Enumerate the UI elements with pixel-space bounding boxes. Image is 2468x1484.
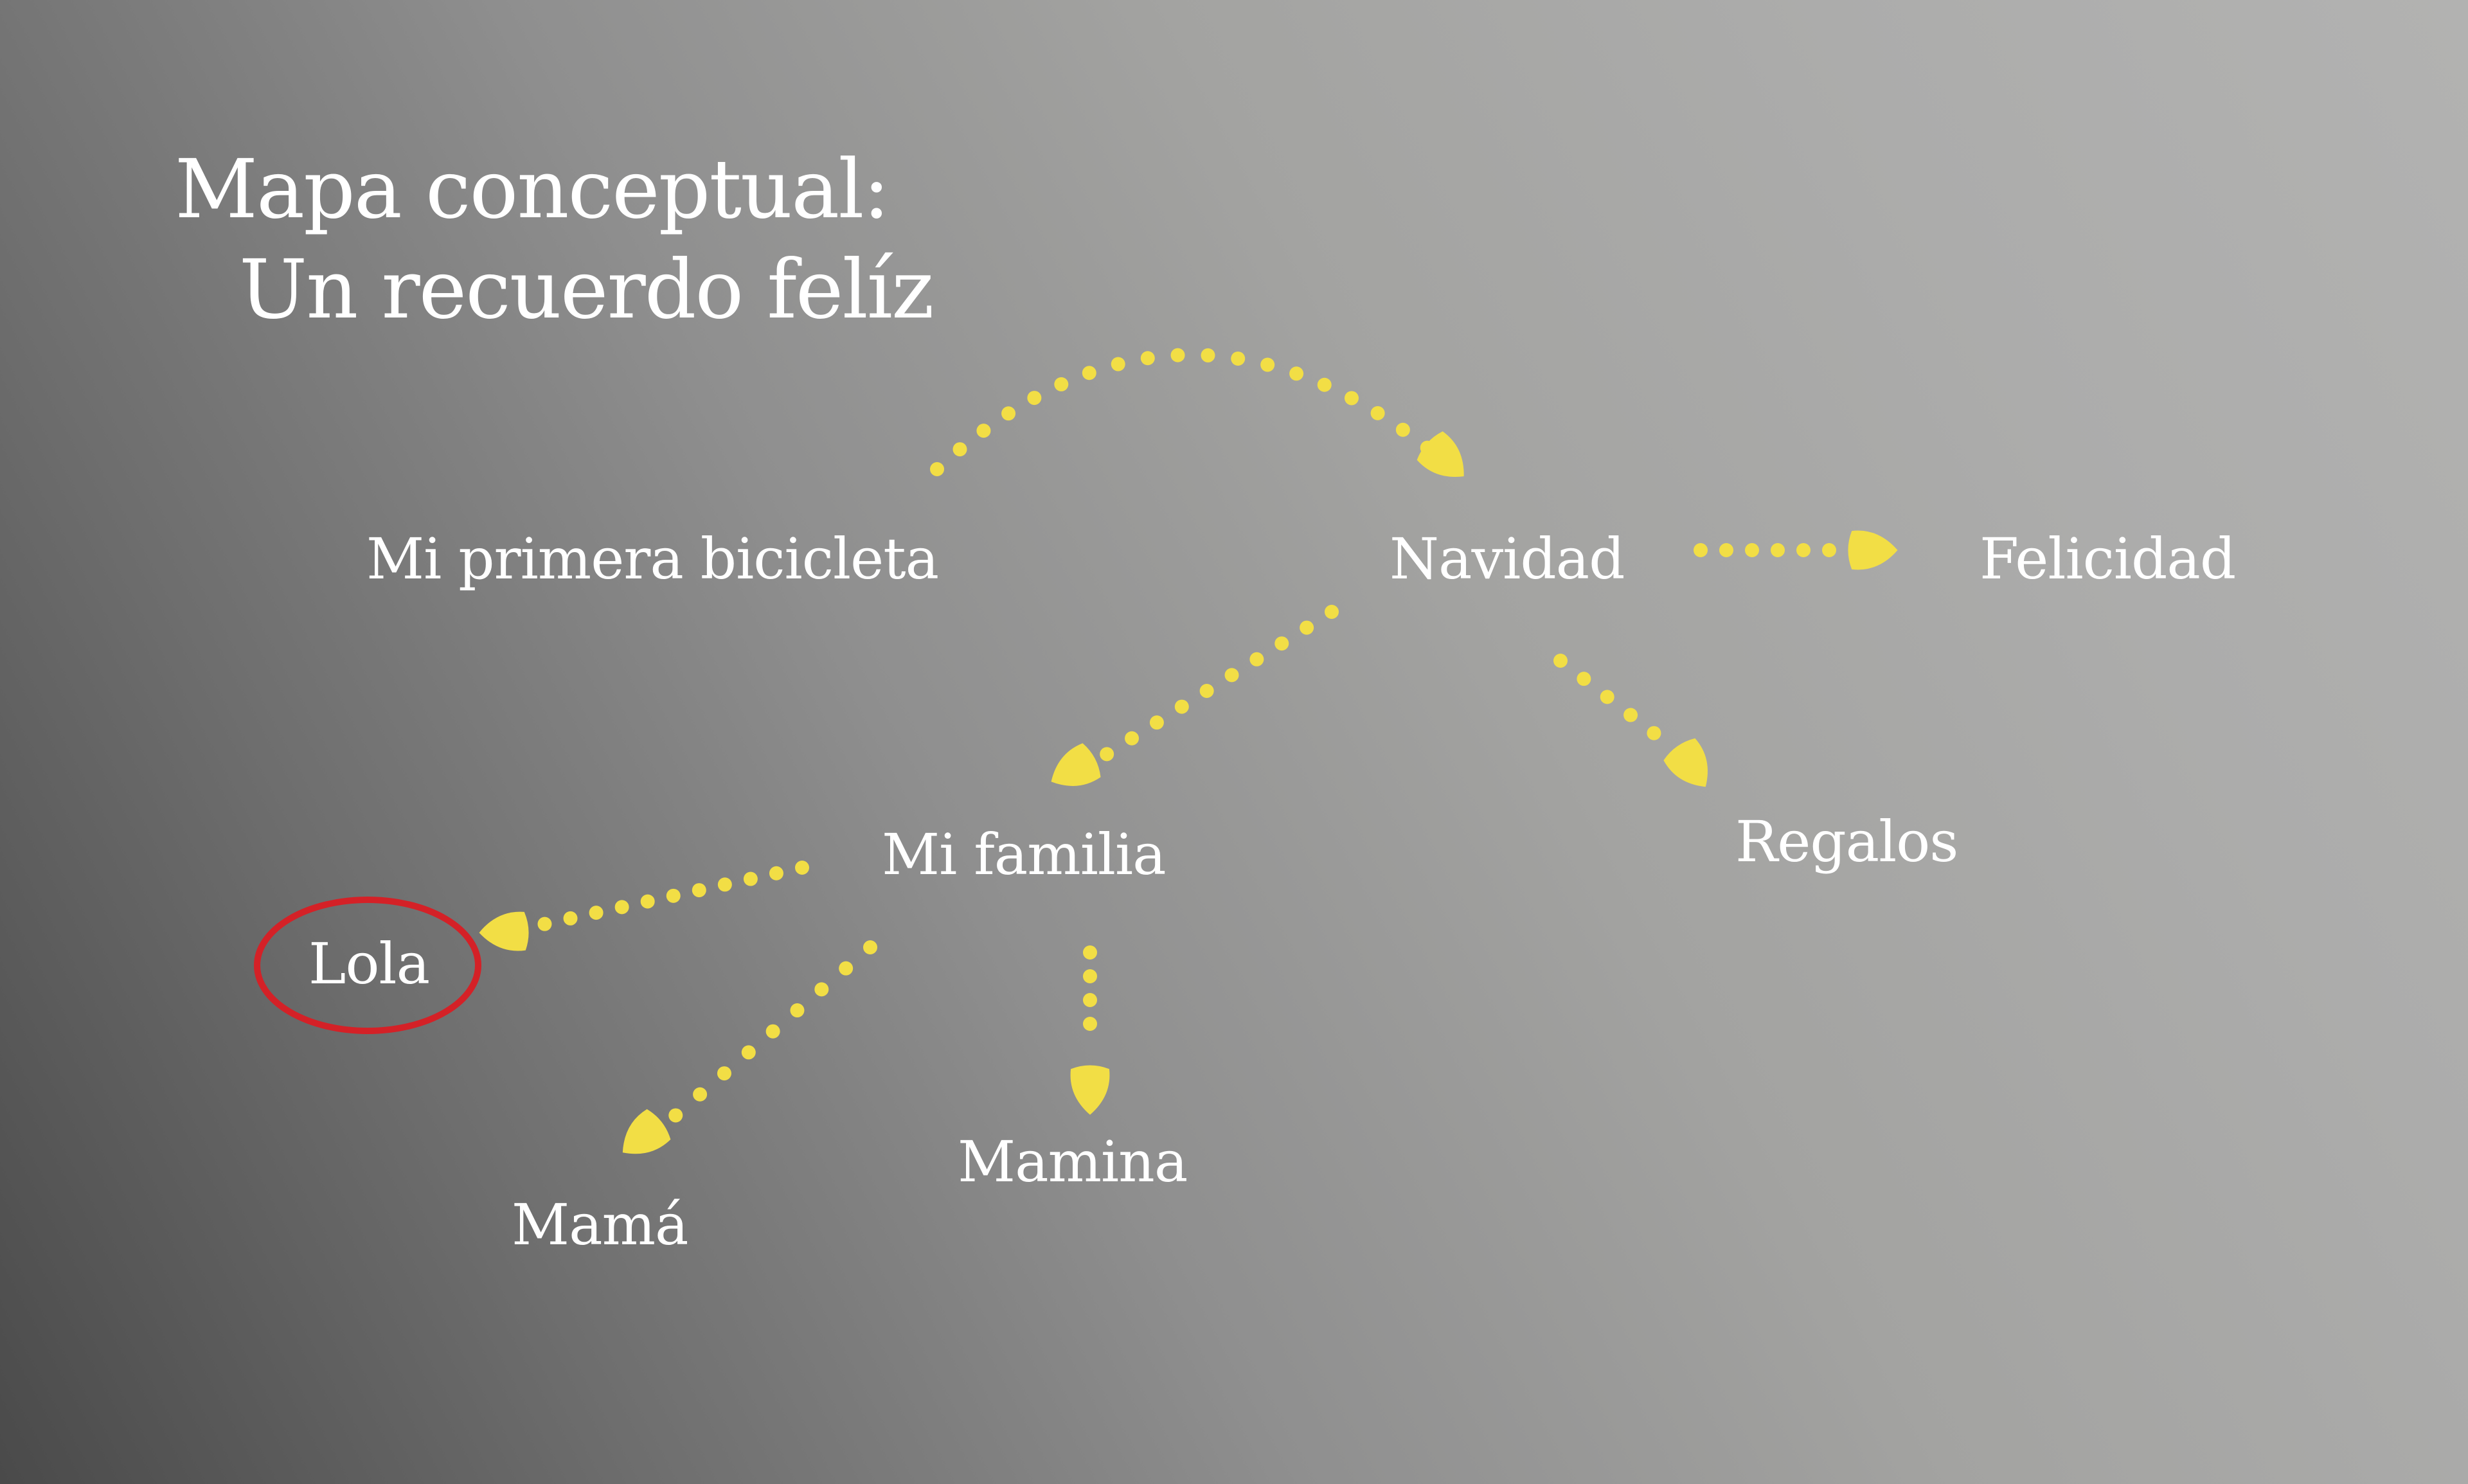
lola-highlight-ring	[254, 897, 481, 1034]
map-subtitle: Un recuerdo felíz	[239, 242, 934, 337]
edge-familia-mamina	[1070, 945, 1110, 1115]
node-mama: Mamá	[512, 1192, 688, 1258]
node-navidad: Navidad	[1390, 526, 1625, 592]
node-regalos: Regalos	[1735, 809, 1958, 875]
arrowhead-mamina	[1070, 1065, 1110, 1115]
node-lola: Lola	[308, 931, 430, 997]
edge-navidad-felicidad	[1694, 530, 1898, 570]
arrowhead-navidad-from-bicicleta	[1414, 428, 1478, 491]
node-mi-familia: Mi familia	[882, 821, 1167, 888]
edge-familia-mama	[611, 940, 877, 1168]
node-felicidad: Felicidad	[1980, 526, 2236, 592]
arrowhead-regalos	[1661, 735, 1722, 798]
arrowhead-lola	[478, 911, 530, 952]
arrowhead-felicidad	[1848, 530, 1898, 570]
edge-navidad-regalos	[1553, 654, 1722, 798]
edge-familia-lola	[478, 861, 809, 952]
node-mi-primera-bicicleta: Mi primera bicicleta	[366, 526, 939, 592]
edge-bicicleta-navidad	[930, 348, 1478, 491]
map-title: Mapa conceptual:	[175, 142, 890, 237]
edge-navidad-familia	[1042, 605, 1339, 800]
arrowhead-familia	[1042, 741, 1104, 800]
node-mamina: Mamina	[958, 1129, 1188, 1195]
arrowhead-mama	[611, 1106, 674, 1168]
